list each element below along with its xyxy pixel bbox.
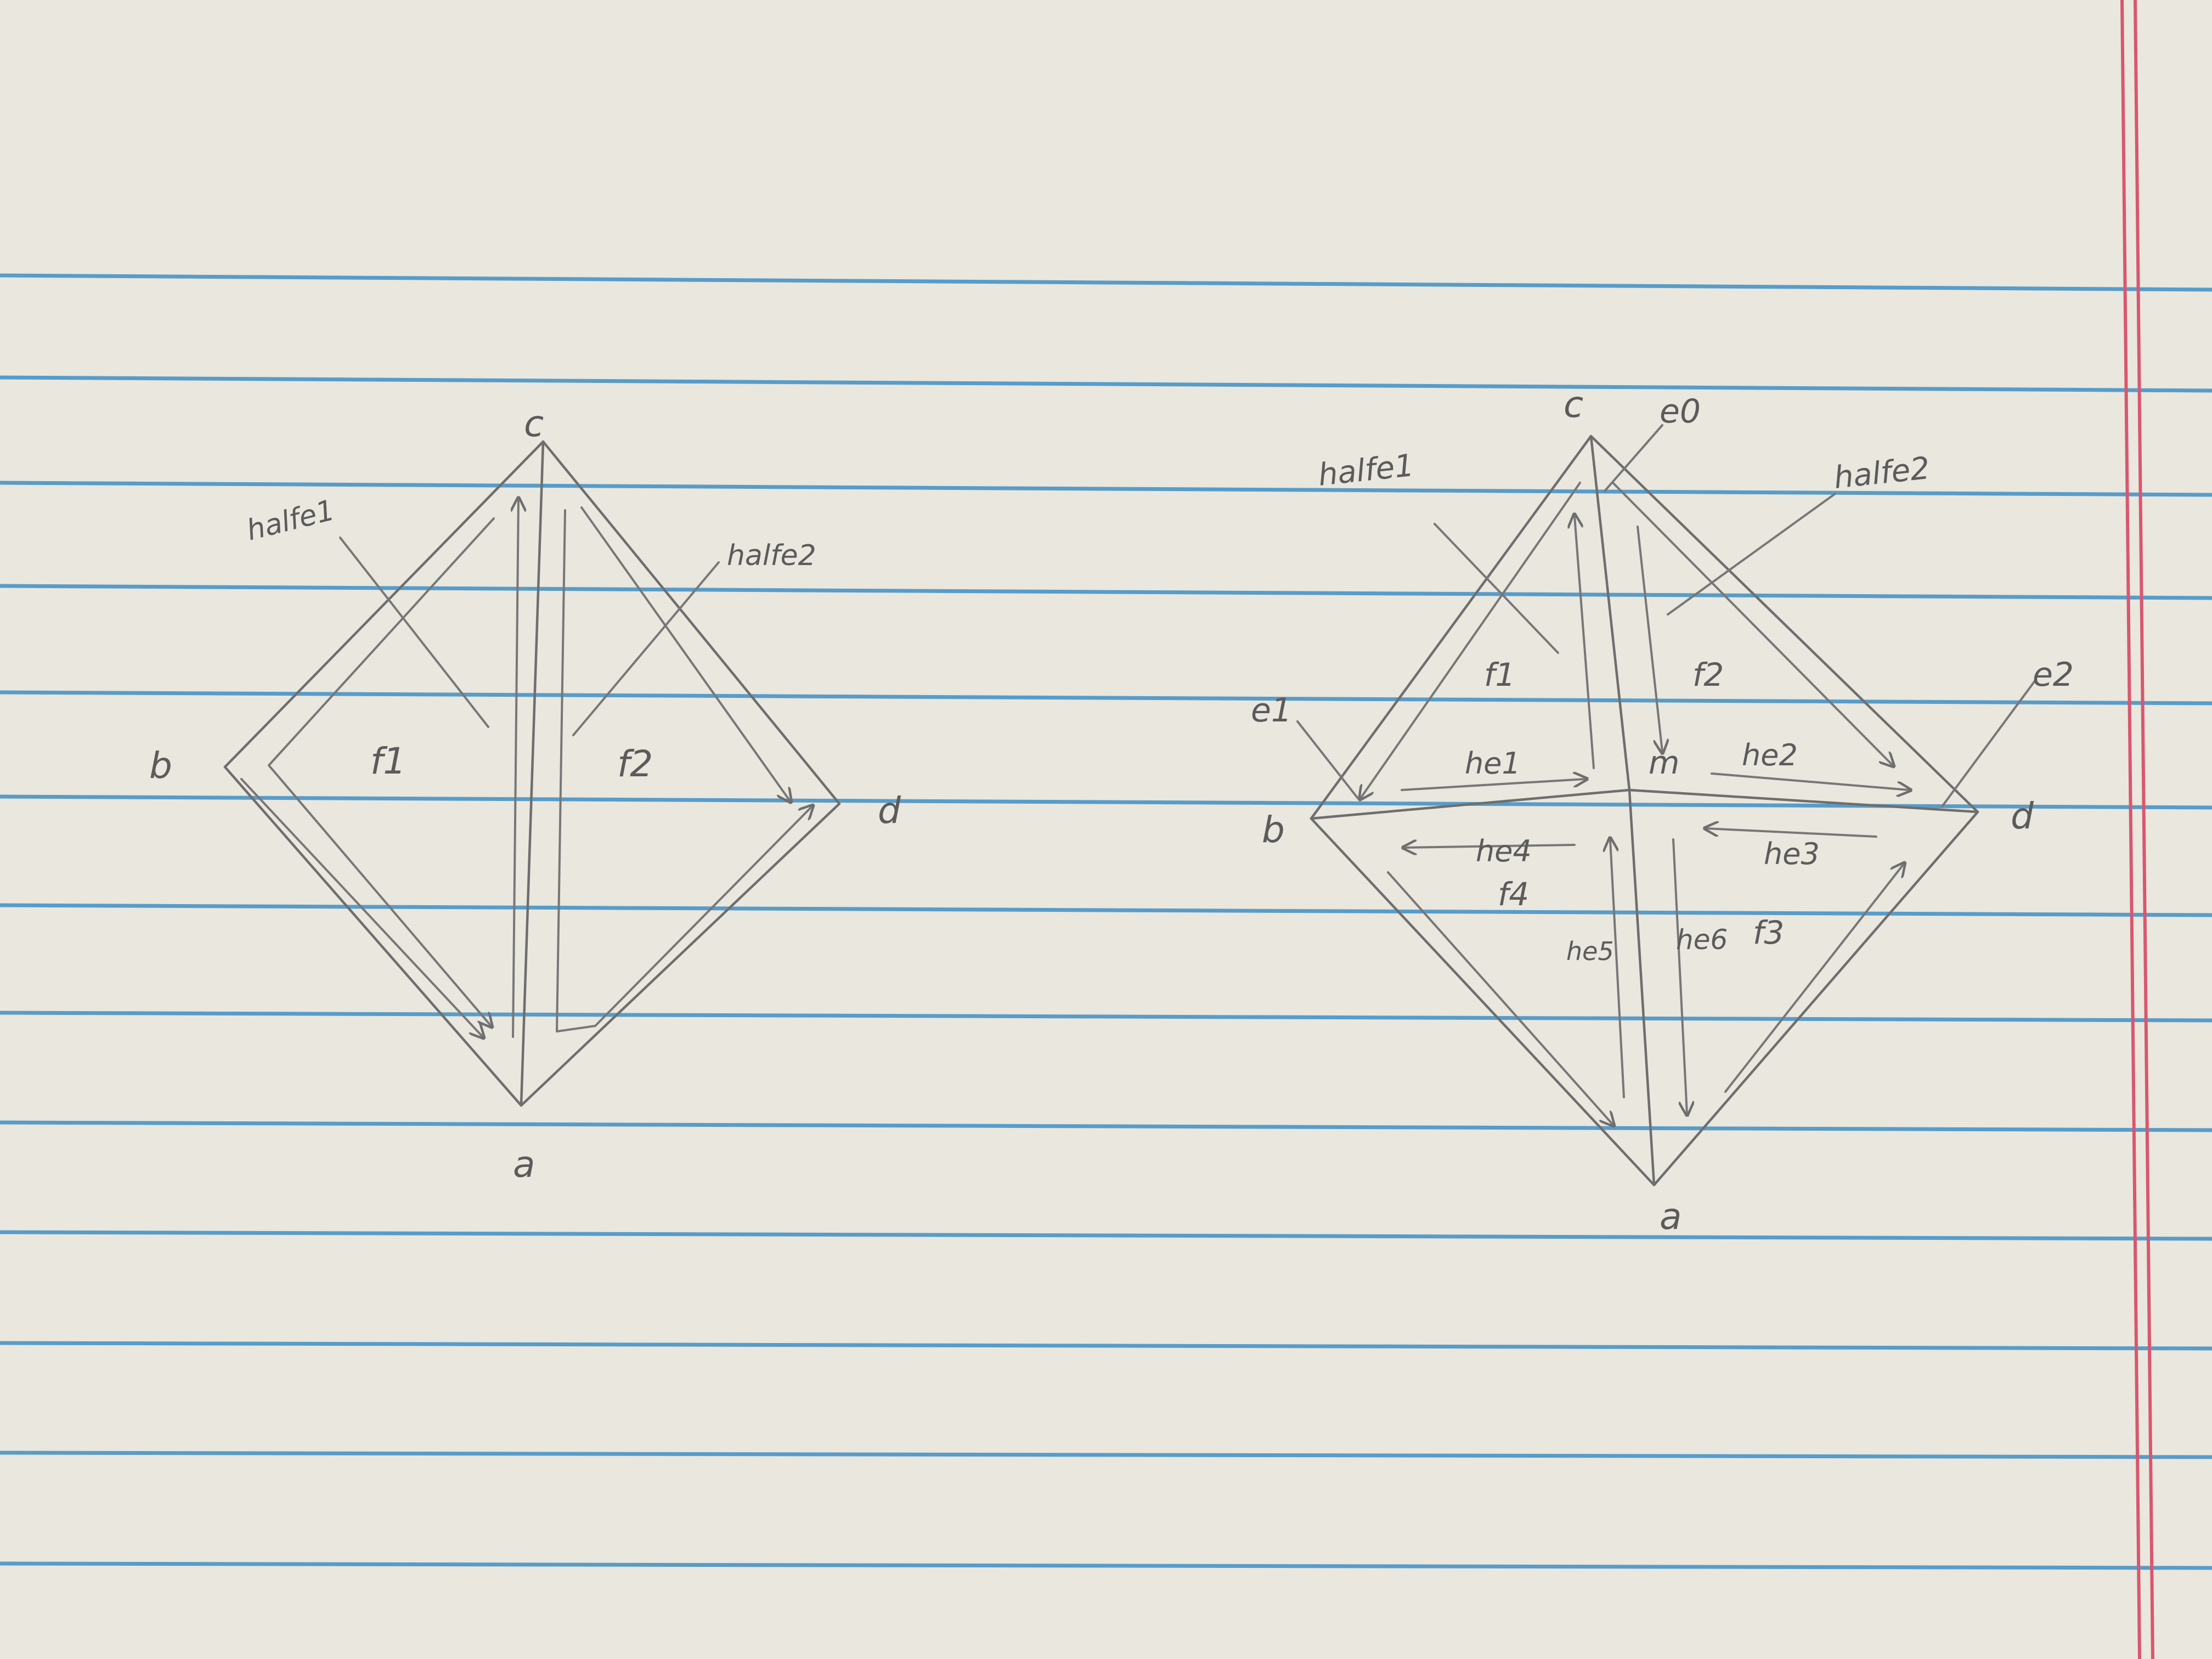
right-e2-leader [1941,679,2036,808]
left-face-f2-outer-halfedge [580,506,790,801]
right-edge-bm [1310,788,1631,820]
right-halfe1-leader [1434,523,1559,654]
left-vertex-d: d [878,789,901,832]
right-e0-leader [1604,424,1663,492]
left-vertex-b: b [149,744,172,787]
right-face-f3: f3 [1753,914,1784,951]
left-diagonal-ca [520,440,545,1107]
right-diagram: c b d a m e0 e1 e2 f1 f2 f3 f4 halfe1 ha… [1251,383,2074,1238]
right-f1-inner-halfedge [1575,516,1595,769]
right-face-f1: f1 [1484,656,1515,693]
right-vertex-c: c [1564,383,1583,426]
right-halfedge-he4: he4 [1476,834,1532,868]
right-vertex-b: b [1262,809,1285,851]
left-halfe2-leader [572,561,720,736]
right-halfedge-he5: he5 [1566,936,1614,966]
left-face-f2: f2 [617,743,653,785]
right-face-f2: f2 [1692,656,1724,693]
right-edge-e2: e2 [2033,656,2074,694]
right-he6-arrow [1672,838,1687,1114]
right-vertex-m: m [1649,744,1680,781]
right-vertex-a: a [1660,1195,1681,1238]
left-face-f1-halfedges [268,517,495,1026]
right-halfedge-he1: he1 [1465,746,1521,781]
right-edge-e0: e0 [1660,392,1701,431]
left-quad-outline [223,440,841,1107]
left-face-f2-halfedges [556,509,812,1032]
ruled-lines [0,273,2212,1570]
margin-lines [2120,0,2154,1659]
right-f2-inner-halfedge [1637,526,1662,752]
right-f2-outer-halfedge [1612,482,1893,765]
right-f4-outer-halfedge [1387,871,1613,1125]
right-edge-ca [1589,435,1631,792]
right-he2-arrow [1711,772,1909,790]
right-edge-ma [1628,788,1656,1187]
right-f1-outer-halfedge [1361,482,1581,798]
left-b-a-halfedge [240,778,483,1037]
left-face-f1: f1 [370,740,406,782]
right-face-f4: f4 [1498,876,1529,913]
left-vertex-c: c [524,403,544,445]
right-e1-leader [1296,720,1359,799]
left-halfe1-leader [339,537,489,728]
right-vertex-d: d [2011,795,2034,837]
right-halfedge-he3: he3 [1764,837,1820,871]
left-callout-halfe2: halfe2 [727,539,816,572]
right-edge-e1: e1 [1251,691,1292,730]
right-halfedge-he2: he2 [1742,738,1798,772]
left-face-f1-diagonal-halfedge [513,499,518,1038]
right-he5-arrow [1610,839,1625,1098]
right-halfedge-he6: he6 [1676,924,1728,956]
right-edge-md [1628,788,1979,814]
right-he3-arrow [1706,828,1877,838]
right-he1-arrow [1401,779,1585,791]
right-halfe2-leader [1667,493,1836,616]
right-he4-arrow [1404,845,1576,848]
left-vertex-a: a [513,1143,535,1186]
right-f3-outer-halfedge [1724,864,1904,1093]
